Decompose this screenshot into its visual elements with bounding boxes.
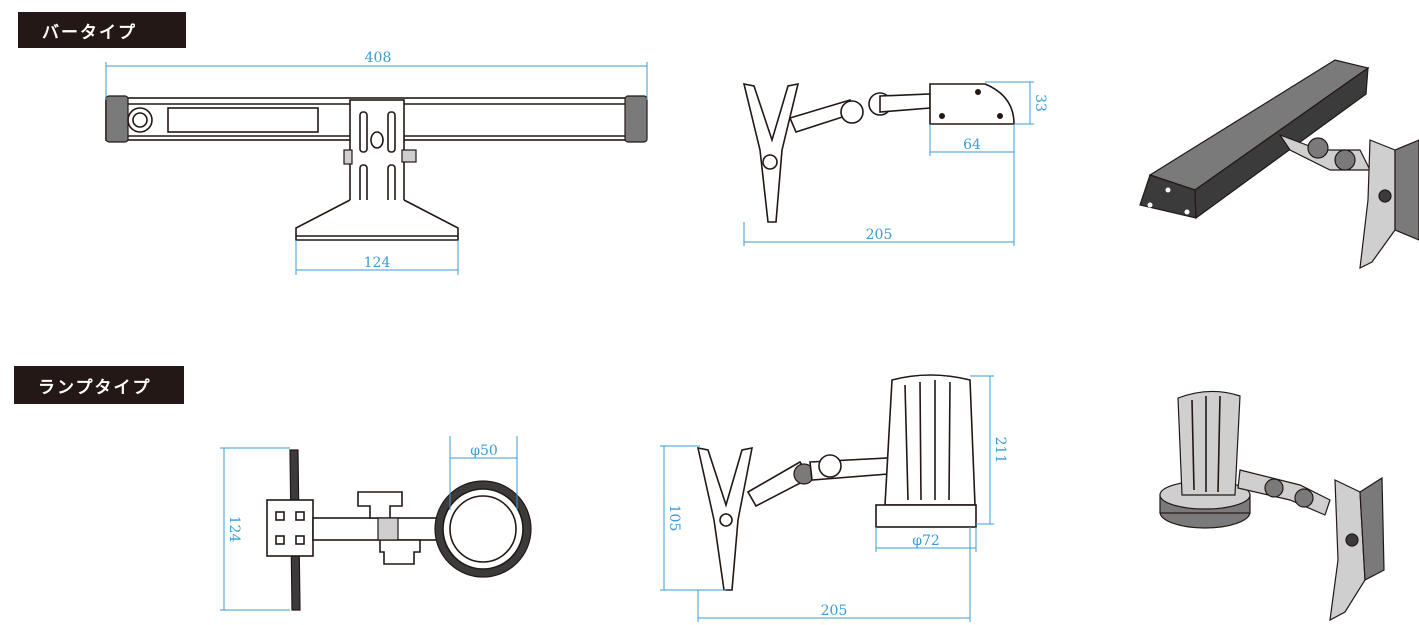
lamp-side-clip-dim: 105 <box>666 505 682 532</box>
bar-3d-view <box>1139 59 1419 270</box>
lamp-side-height-dim: 211 <box>992 437 1008 464</box>
bar-front-base-dim: 124 <box>364 255 391 271</box>
lamp-front-view <box>266 449 532 611</box>
bar-front-width-dim: 408 <box>365 50 392 66</box>
bar-side-view <box>742 82 1015 223</box>
lamp-front-height-dim: 124 <box>226 516 242 543</box>
bar-side-total-dim: 205 <box>866 227 893 243</box>
lamp-side-dimensions: 105 211 φ72 205 <box>660 375 1008 622</box>
bar-side-dimensions: 33 64 205 <box>743 81 1048 246</box>
lamp-front-dimensions: 124 φ50 <box>220 436 518 611</box>
bar-side-height-dim: 33 <box>1032 94 1048 112</box>
bar-side-head-dim: 64 <box>963 137 981 153</box>
bar-front-dimensions: 408 124 <box>105 50 648 275</box>
bar-type-label: バータイプ <box>18 12 186 48</box>
lamp-front-diameter-dim: φ50 <box>470 443 498 459</box>
lamp-side-total-dim: 205 <box>821 603 848 619</box>
lamp-3d-view <box>1159 390 1385 622</box>
lamp-side-view <box>696 374 977 591</box>
bar-front-view <box>105 95 648 241</box>
lamp-type-label: ランプタイプ <box>14 366 184 404</box>
lamp-side-diameter-dim: φ72 <box>912 533 940 549</box>
